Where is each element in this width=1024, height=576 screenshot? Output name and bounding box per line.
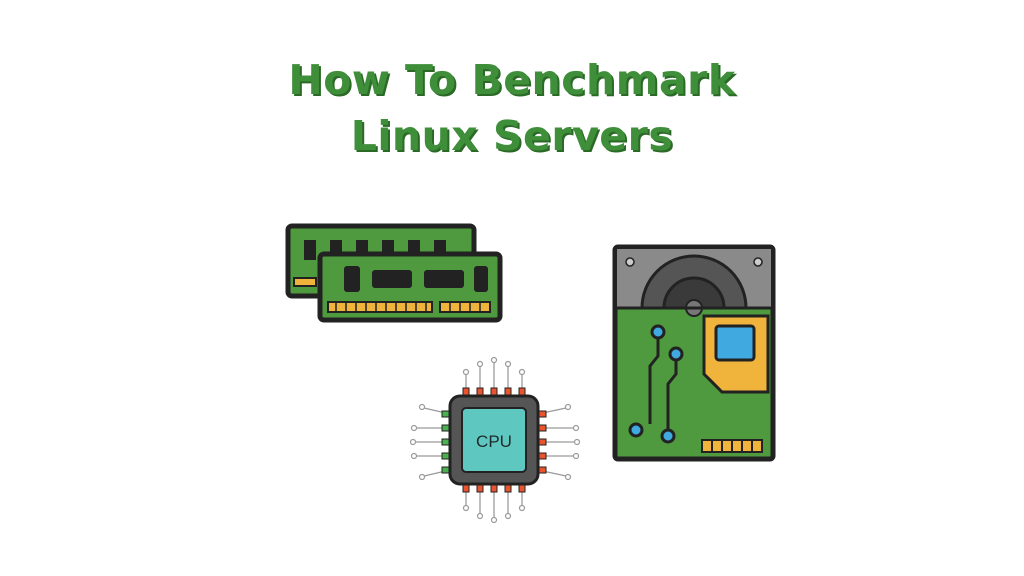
cpu-chip-icon: CPU: [410, 356, 580, 524]
title-line-2: Linux Servers: [350, 112, 674, 160]
hard-drive-icon: [612, 244, 776, 462]
cpu-label: CPU: [476, 432, 512, 451]
title-line-1: How To Benchmark: [288, 56, 736, 104]
page-title: How To Benchmark Linux Servers: [0, 52, 1024, 164]
ram-modules-icon: [285, 223, 503, 323]
